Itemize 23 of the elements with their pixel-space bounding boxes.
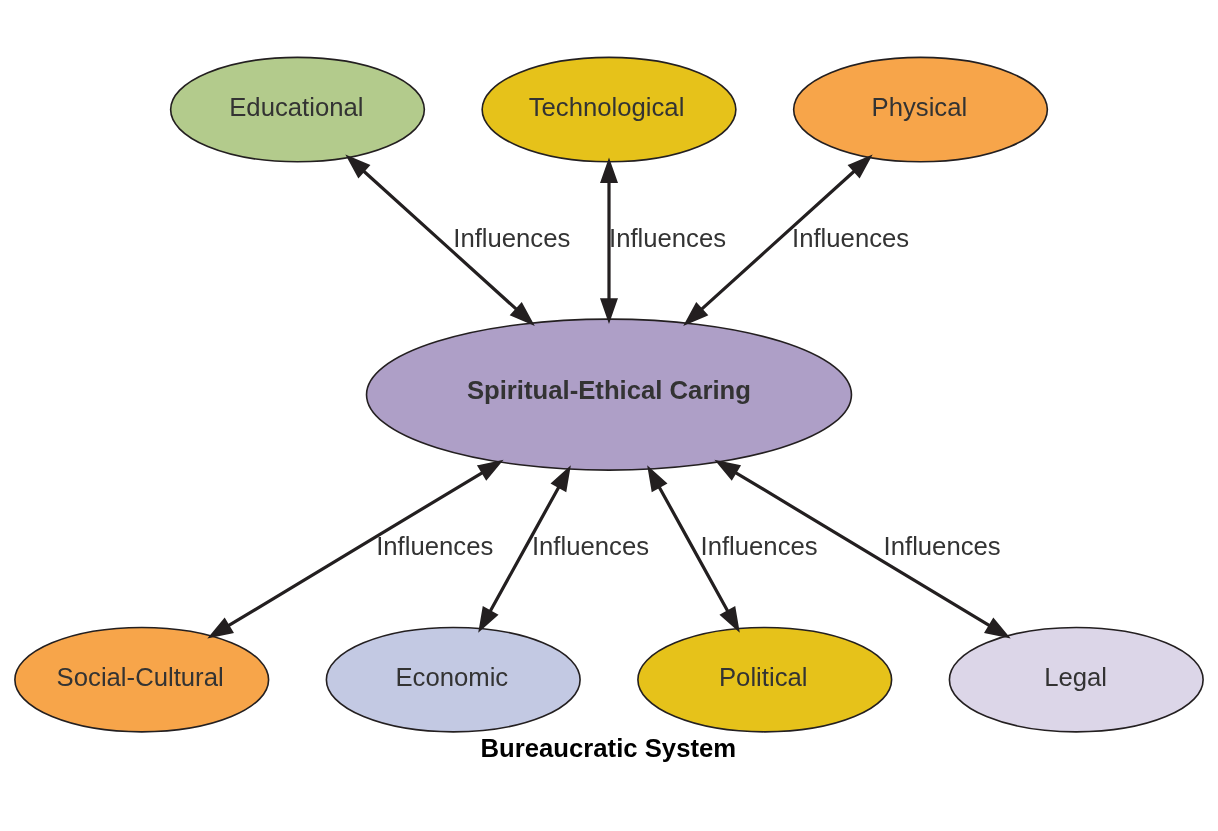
node-ellipse: Spiritual-Ethical Caring	[365, 318, 853, 471]
node-ellipse: Technological	[481, 56, 737, 163]
arrow	[478, 465, 571, 633]
node-ellipse: Educational	[169, 56, 426, 163]
edge-label: Influences	[700, 531, 818, 560]
node-ellipse: Legal	[948, 626, 1204, 733]
arrow	[714, 459, 1011, 639]
arrow	[207, 459, 504, 639]
edge-label: Influences	[792, 223, 910, 252]
edge-label: Influences	[883, 531, 1001, 560]
edge-label: Influences	[609, 223, 727, 252]
node-ellipse: Physical	[792, 56, 1049, 163]
caption: Bureaucratic System	[480, 734, 737, 763]
arrow	[683, 154, 873, 326]
edge-label: Influences	[376, 531, 494, 560]
arrow	[345, 154, 535, 326]
arrow	[647, 465, 740, 633]
node-ellipse: Economic	[325, 626, 581, 733]
edge-label: Influences	[531, 531, 650, 560]
node-ellipse: Political	[637, 626, 893, 733]
edge-label: Influences	[453, 223, 571, 252]
arrow	[600, 157, 618, 324]
node-ellipse: Social-Cultural	[14, 626, 270, 733]
